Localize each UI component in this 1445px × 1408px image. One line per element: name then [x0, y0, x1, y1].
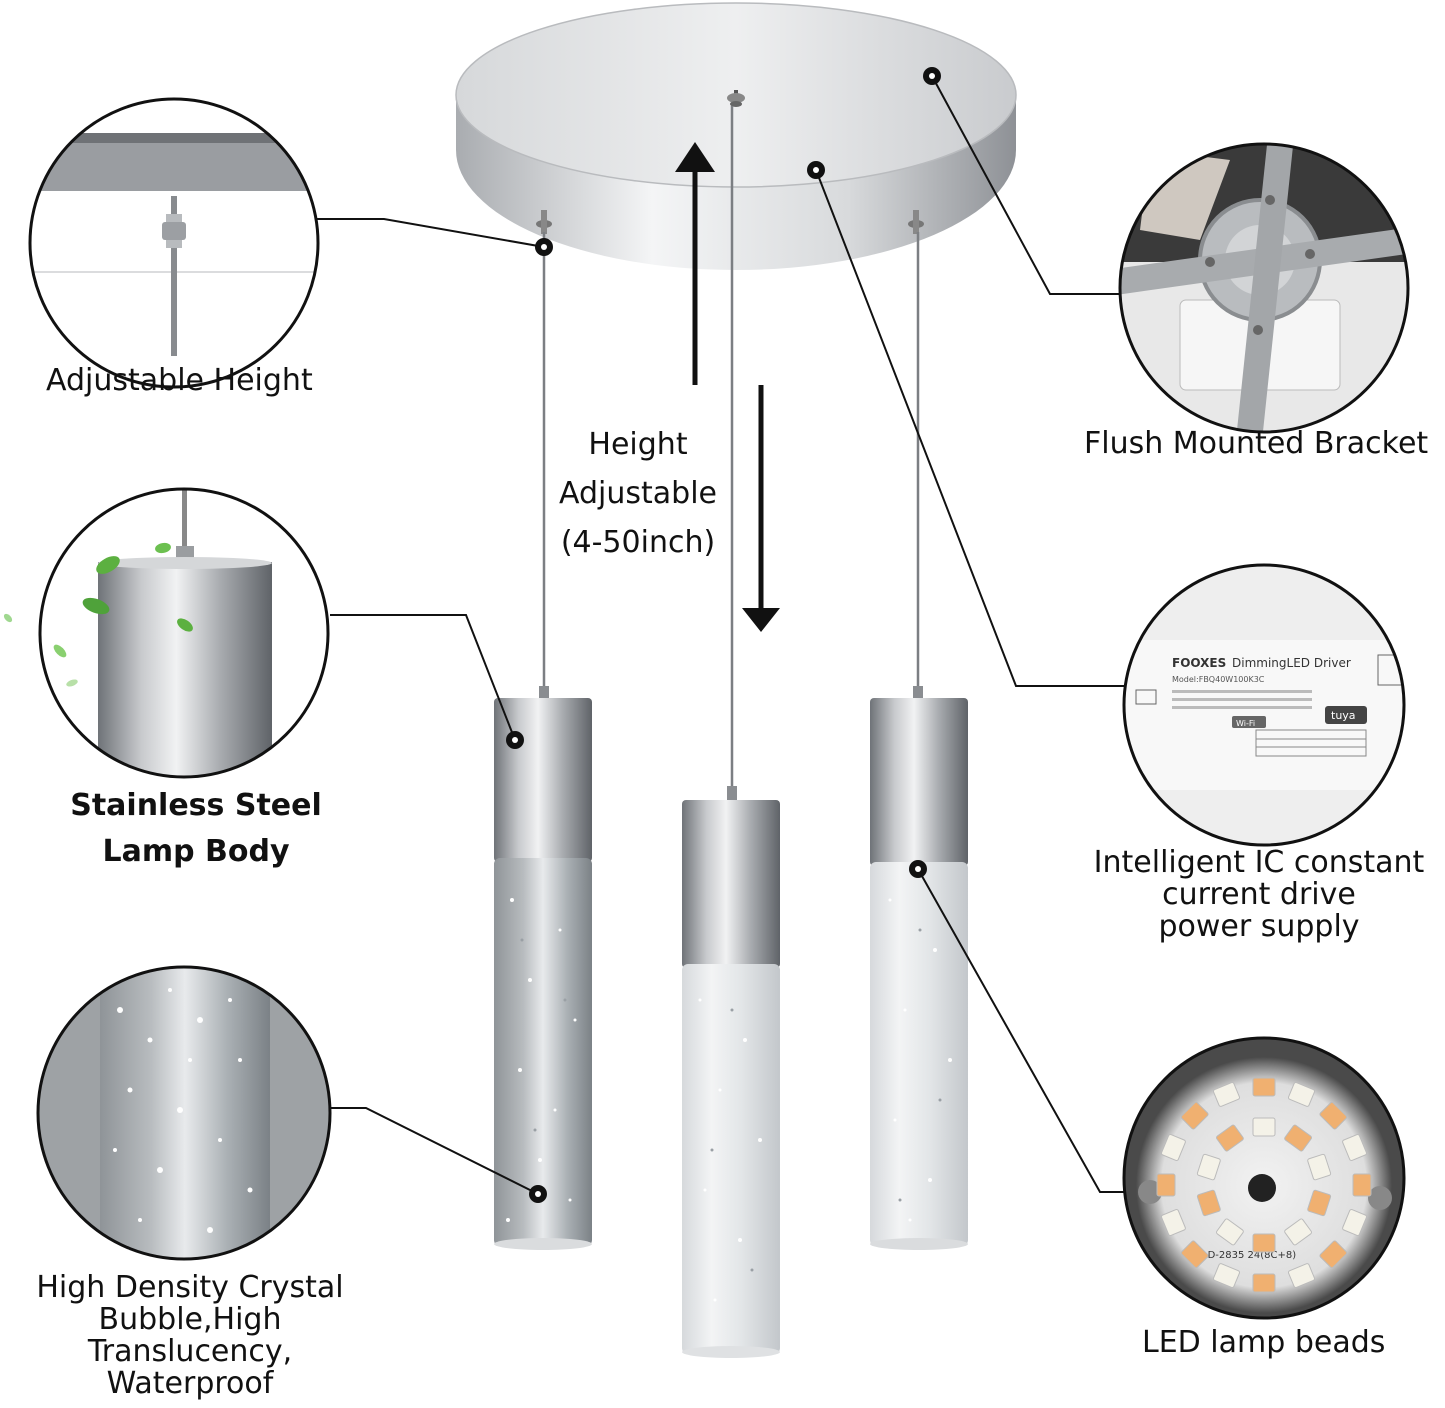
detail-crystal-bubble: [36, 965, 332, 1261]
led-bead: [1319, 1240, 1348, 1269]
led-bead: [1252, 1273, 1276, 1293]
label-crystal-bubble: High Density Crystal Bubble,High Translu…: [20, 1272, 360, 1400]
led-bead: [1213, 1263, 1240, 1288]
led-bead: [1196, 1189, 1221, 1217]
label-ic-line3: power supply: [1158, 909, 1360, 944]
led-bead: [1319, 1101, 1348, 1130]
driver-model: Model:FBQ40W100K3C: [1172, 675, 1265, 684]
led-bead: [1342, 1134, 1367, 1161]
height-arrows: [675, 142, 780, 632]
led-bead: [1213, 1082, 1240, 1107]
ceiling-canopy: [455, 2, 1017, 270]
label-height-adjustable: Height Adjustable (4-50inch): [556, 420, 720, 567]
callout-lines: [316, 75, 1126, 1195]
label-steel-line1: Stainless Steel: [70, 788, 322, 823]
led-bead: [1288, 1263, 1315, 1288]
label-crystal-line3: Translucency,: [87, 1334, 293, 1369]
label-ic-line2: current drive: [1162, 877, 1356, 912]
label-stainless-steel: Stainless Steel Lamp Body: [64, 783, 328, 875]
led-bead: [1342, 1209, 1367, 1236]
detail-stainless-steel: [38, 487, 330, 779]
driver-brand: FOOXES: [1172, 656, 1226, 670]
label-led-lamp-beads: LED lamp beads: [1142, 1325, 1386, 1360]
led-bead: [1161, 1209, 1186, 1236]
detail-led-driver: FOOXES DimmingLED Driver Model:FBQ40W100…: [1122, 563, 1406, 847]
led-bead: [1156, 1173, 1176, 1197]
driver-title: DimmingLED Driver: [1232, 656, 1351, 670]
label-steel-line2: Lamp Body: [102, 834, 290, 869]
led-bead: [1161, 1134, 1186, 1161]
label-crystal-line4: Waterproof: [106, 1366, 274, 1401]
led-bead: [1252, 1077, 1276, 1097]
led-bead: [1216, 1218, 1244, 1246]
driver-wifi-logo: Wi-Fi: [1236, 719, 1255, 728]
label-crystal-line1: High Density Crystal: [36, 1270, 344, 1305]
pendant-middle: [682, 786, 780, 1358]
led-bead: [1288, 1082, 1315, 1107]
label-crystal-line2: Bubble,High: [98, 1302, 282, 1337]
label-ic-power-supply: Intelligent IC constant current drive po…: [1084, 847, 1434, 943]
suspension-wires: [542, 106, 920, 795]
led-bead: [1284, 1124, 1312, 1152]
detail-flush-bracket: [1118, 142, 1410, 434]
label-height-line3: (4-50inch): [560, 525, 716, 560]
crystal-bubbles: [506, 898, 952, 1302]
label-ic-line1: Intelligent IC constant: [1093, 845, 1425, 880]
led-bead: [1307, 1189, 1332, 1217]
led-bead: [1196, 1153, 1221, 1181]
label-flush-mounted-bracket: Flush Mounted Bracket: [1084, 426, 1429, 461]
label-height-line1: Height: [588, 427, 688, 462]
led-bead: [1284, 1218, 1312, 1246]
pendant-left: [494, 686, 592, 1250]
led-bead: [1180, 1101, 1209, 1130]
pendant-right: [870, 686, 968, 1250]
led-bead: [1180, 1240, 1209, 1269]
detail-led-beads: LD-2835 24(8C+8): [1122, 1036, 1406, 1320]
label-adjustable-height: Adjustable Height: [46, 363, 313, 398]
led-bead: [1307, 1153, 1332, 1181]
leaf-decoration: [3, 542, 193, 687]
led-bead: [1252, 1117, 1276, 1137]
detail-adjustable-height: [28, 97, 320, 389]
led-bead: [1216, 1124, 1244, 1152]
led-bead: [1352, 1173, 1372, 1197]
led-board-label: LD-2835 24(8C+8): [1202, 1250, 1296, 1261]
label-height-line2: Adjustable: [559, 476, 717, 511]
driver-smart-logo: tuya: [1331, 709, 1356, 722]
led-bead: [1252, 1233, 1276, 1253]
